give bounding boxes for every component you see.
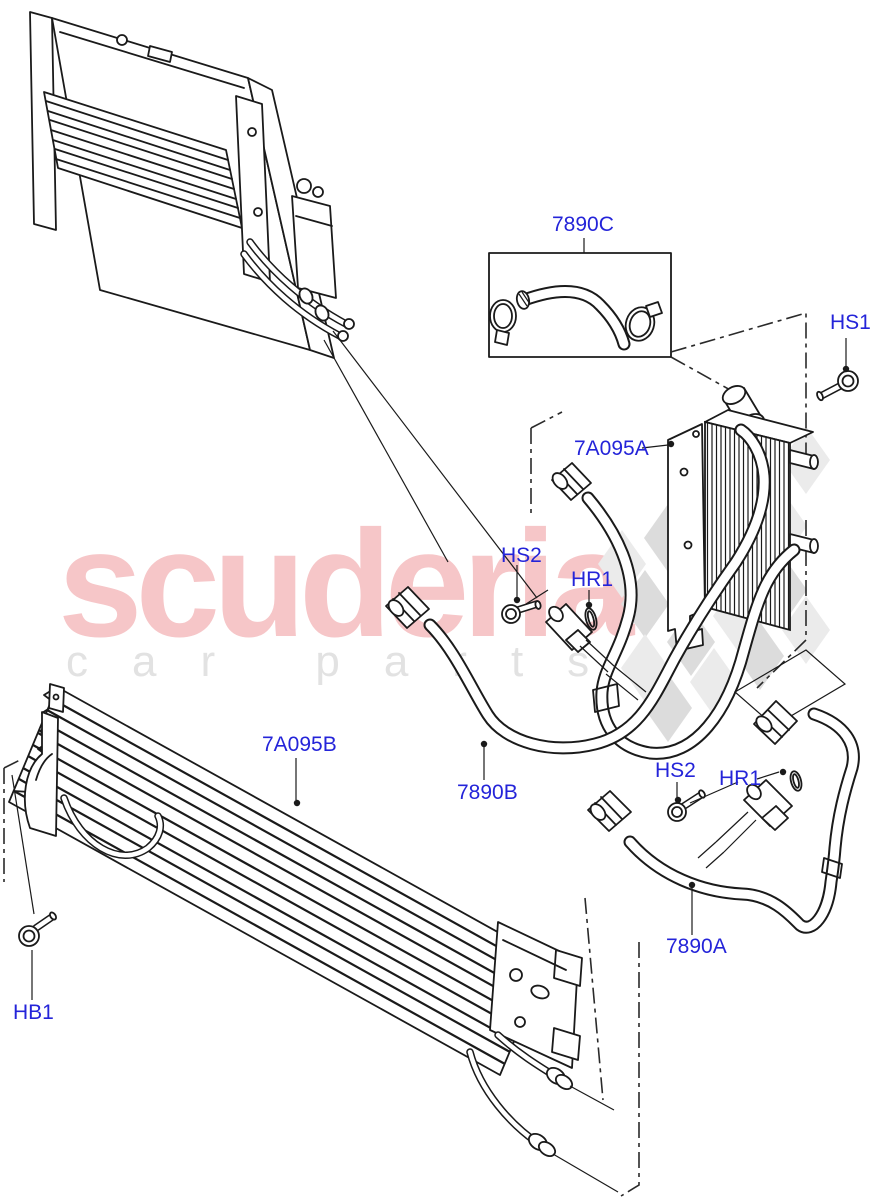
radiator-assembly-illustration (29, 11, 355, 359)
pointer-line-2 (332, 330, 538, 599)
bolt-hs2-right (667, 781, 739, 822)
part-label-hs2-right[interactable]: HS2 (655, 759, 696, 782)
bolt-hb1 (18, 911, 57, 1000)
part-label-hs1[interactable]: HS1 (830, 311, 870, 334)
watermark-brand: scuderia (58, 499, 634, 669)
checker-diamond (782, 596, 830, 664)
part-label-7a095a[interactable]: 7A095A (574, 437, 649, 460)
part-label-hs2-middle[interactable]: HS2 (501, 544, 542, 567)
part-label-7890a[interactable]: 7890A (666, 935, 727, 958)
hose-7890c-box (488, 238, 672, 358)
bolt-hs1 (816, 338, 859, 402)
part-label-7890c[interactable]: 7890C (552, 213, 614, 236)
part-label-7890b[interactable]: 7890B (457, 781, 518, 804)
callout-leader-lines (293, 365, 850, 935)
part-label-hr1-middle[interactable]: HR1 (571, 568, 614, 591)
part-label-hr1-right[interactable]: HR1 (719, 767, 762, 790)
pointer-line-1 (323, 339, 449, 563)
part-label-7a095b[interactable]: 7A095B (262, 733, 337, 756)
bolt-hs2-middle (501, 589, 549, 624)
watermark-subtitle: car parts (66, 637, 634, 686)
hose-assembly-7890a (587, 649, 860, 934)
part-label-hb1[interactable]: HB1 (13, 1001, 54, 1024)
hose-assembly-7890b (385, 423, 801, 760)
oil-cooler-7a095b (8, 683, 619, 1193)
